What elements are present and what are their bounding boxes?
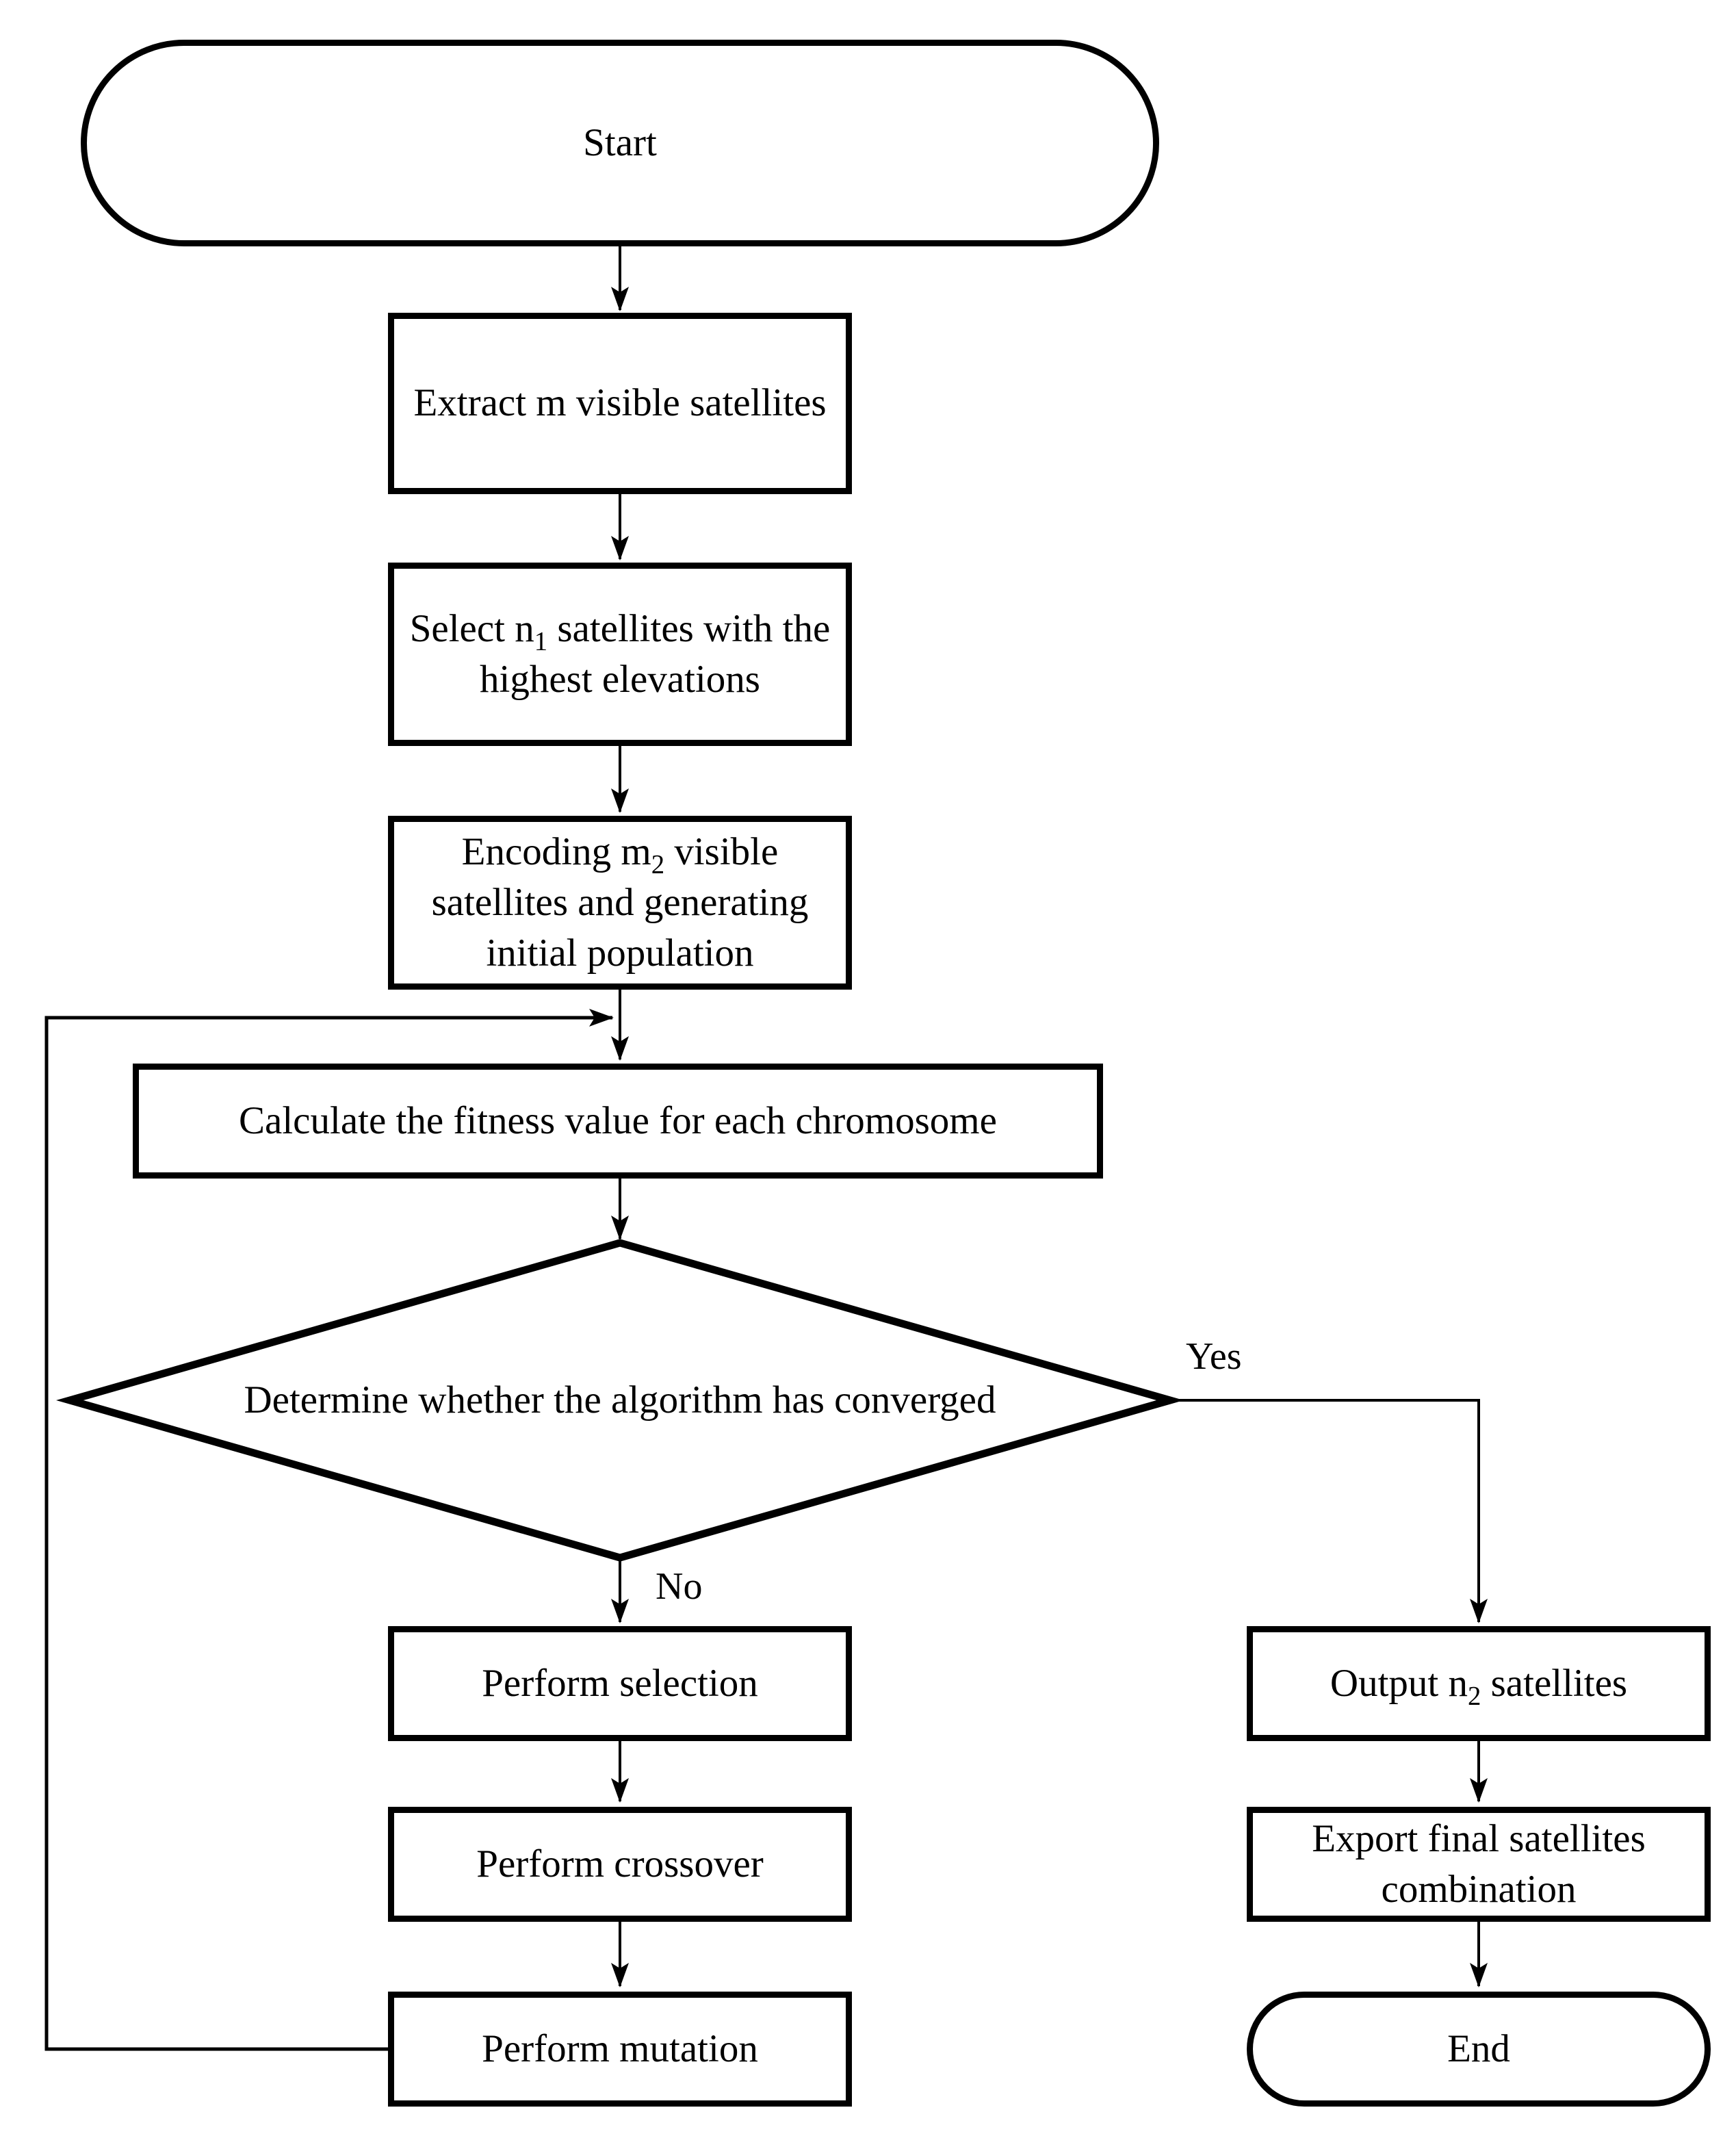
end-terminator: End — [1247, 1992, 1711, 2107]
edge-mutation-feedback-loop — [44, 1009, 614, 2051]
extract-box: Extract m visible satellites — [388, 313, 852, 494]
crossover-label: Perform crossover — [476, 1842, 764, 1886]
encoding-label: Encoding m2 visible satellites and gener… — [398, 827, 842, 979]
mutation-box: Perform mutation — [388, 1992, 852, 2107]
crossover-box: Perform crossover — [388, 1807, 852, 1922]
end-label: End — [1447, 2026, 1510, 2070]
start-label: Start — [583, 120, 657, 164]
encoding-label-sub: 2 — [651, 849, 665, 879]
output-label-post: satellites — [1481, 1661, 1628, 1705]
output-label-pre: Output n — [1330, 1661, 1468, 1705]
edge-decision-yes-output — [1170, 1399, 1488, 1623]
fitness-label: Calculate the fitness value for each chr… — [239, 1098, 997, 1142]
select-label-post: satellites with the highest elevations — [480, 606, 831, 701]
export-box: Export final satellites combination — [1247, 1807, 1711, 1922]
start-terminator: Start — [81, 40, 1159, 246]
mutation-label: Perform mutation — [482, 2026, 758, 2070]
output-label-sub: 2 — [1468, 1681, 1481, 1711]
output-label: Output n2 satellites — [1257, 1658, 1700, 1709]
output-box: Output n2 satellites — [1247, 1626, 1711, 1741]
select-box: Select n1 satellites with the highest el… — [388, 563, 852, 746]
export-label: Export final satellites combination — [1312, 1816, 1646, 1911]
extract-label: Extract m visible satellites — [413, 381, 827, 425]
select-label-pre: Select n — [409, 606, 534, 650]
select-label-sub: 1 — [534, 626, 548, 656]
encoding-label-post: visible satellites and generating initia… — [431, 829, 809, 975]
select-label: Select n1 satellites with the highest el… — [398, 604, 842, 705]
fitness-box: Calculate the fitness value for each chr… — [133, 1064, 1103, 1179]
decision-label: Determine whether the algorithm has conv… — [244, 1378, 996, 1422]
selection-label: Perform selection — [482, 1661, 758, 1705]
yes-branch-label: Yes — [1186, 1335, 1242, 1378]
encoding-label-pre: Encoding m — [461, 829, 651, 873]
selection-box: Perform selection — [388, 1626, 852, 1741]
no-branch-label: No — [656, 1565, 703, 1608]
encoding-box: Encoding m2 visible satellites and gener… — [388, 816, 852, 990]
